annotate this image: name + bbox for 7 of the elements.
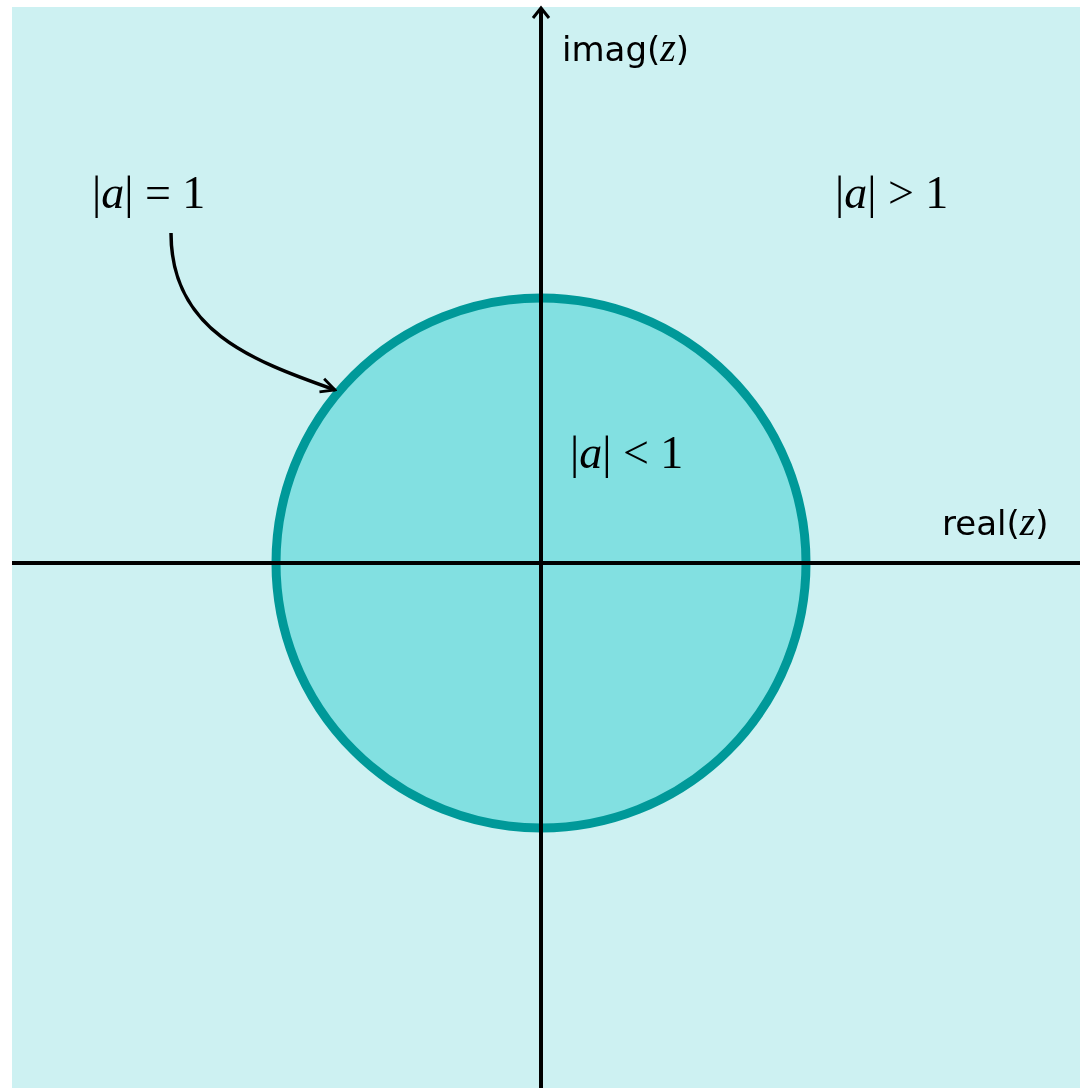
unit-circle xyxy=(271,293,811,833)
region-label: |a| < 1 xyxy=(570,430,684,476)
axis-label: real(z) xyxy=(942,502,1049,542)
region-label: |a| > 1 xyxy=(835,170,949,216)
condition-label: |a| = 1 xyxy=(92,170,206,216)
axis-label: imag(z) xyxy=(562,28,690,68)
leader-arrow xyxy=(169,232,337,394)
